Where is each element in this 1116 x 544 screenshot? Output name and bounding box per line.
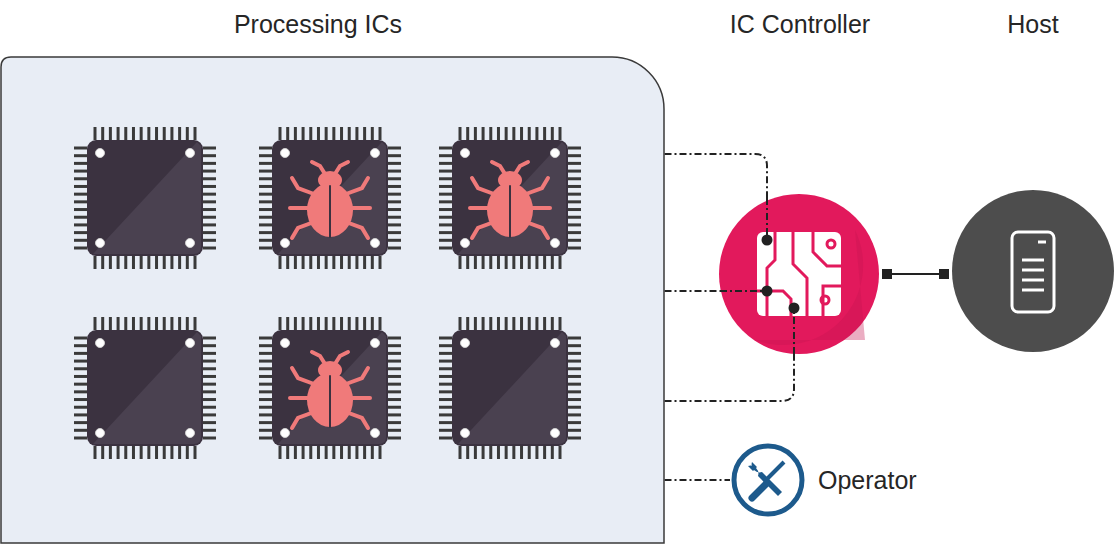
bug-icon — [470, 162, 550, 238]
chip — [439, 317, 581, 459]
chip — [74, 127, 216, 269]
panel-outline — [0, 0, 666, 544]
processing-panel: Processing ICs — [0, 0, 666, 544]
host-node: Host — [950, 0, 1116, 370]
bug-icon — [290, 162, 370, 238]
tool-icon — [728, 440, 808, 520]
infected-chip — [259, 127, 401, 269]
connector — [665, 480, 731, 481]
infected-chip — [259, 317, 401, 459]
node-heading: Host — [950, 10, 1116, 39]
node-label: Operator — [818, 466, 917, 495]
infected-chip — [439, 127, 581, 269]
chip — [74, 317, 216, 459]
connector — [882, 269, 949, 279]
host-circle — [950, 188, 1116, 354]
operator-node: Operator — [728, 440, 968, 520]
controller-circle — [715, 190, 891, 366]
bug-icon — [290, 352, 370, 428]
node-heading: IC Controller — [700, 10, 900, 39]
controller-node: IC Controller — [700, 0, 900, 370]
node-heading: Processing ICs — [0, 10, 636, 39]
